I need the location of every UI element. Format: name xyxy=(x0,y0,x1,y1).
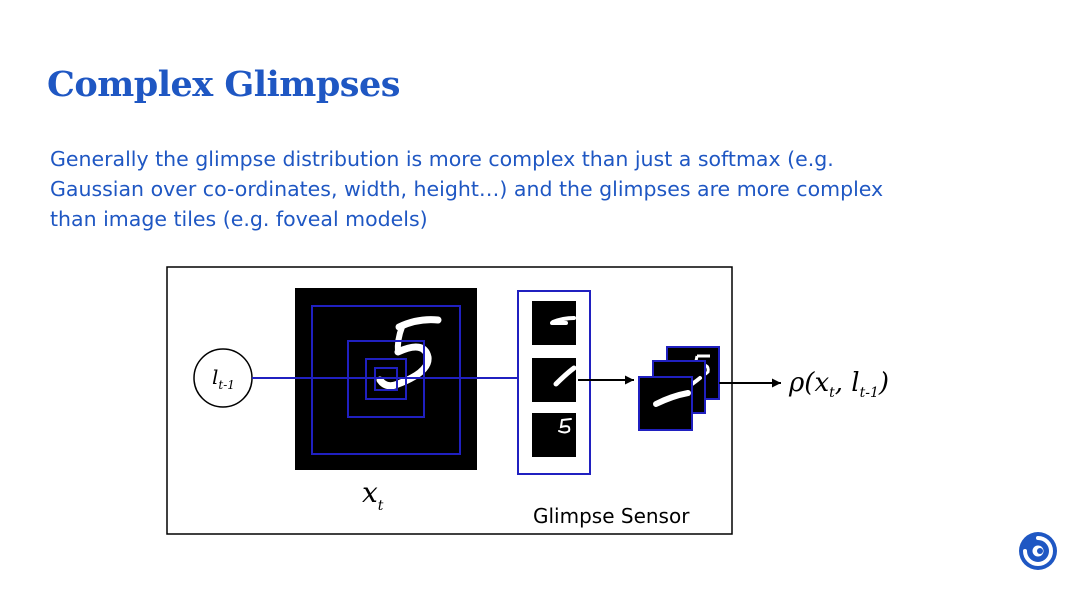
body-line: Gaussian over co-ordinates, width, heigh… xyxy=(50,177,884,201)
location-node-label: lt-1 xyxy=(212,365,235,392)
output-label: ρ(xt, lt-1) xyxy=(788,368,889,401)
body-line: than image tiles (e.g. foveal models) xyxy=(50,207,428,231)
glimpse-patches xyxy=(532,301,577,457)
slide-body: Generally the glimpse distribution is mo… xyxy=(50,144,1050,234)
body-line: Generally the glimpse distribution is mo… xyxy=(50,147,834,171)
digit-stroke xyxy=(376,316,442,390)
slide-title: Complex Glimpses xyxy=(47,64,401,105)
stacked-glimpses xyxy=(638,346,720,431)
brand-swirl-icon xyxy=(1019,532,1057,570)
sensor-label: Glimpse Sensor xyxy=(533,504,690,528)
image-label: xt xyxy=(362,476,384,514)
